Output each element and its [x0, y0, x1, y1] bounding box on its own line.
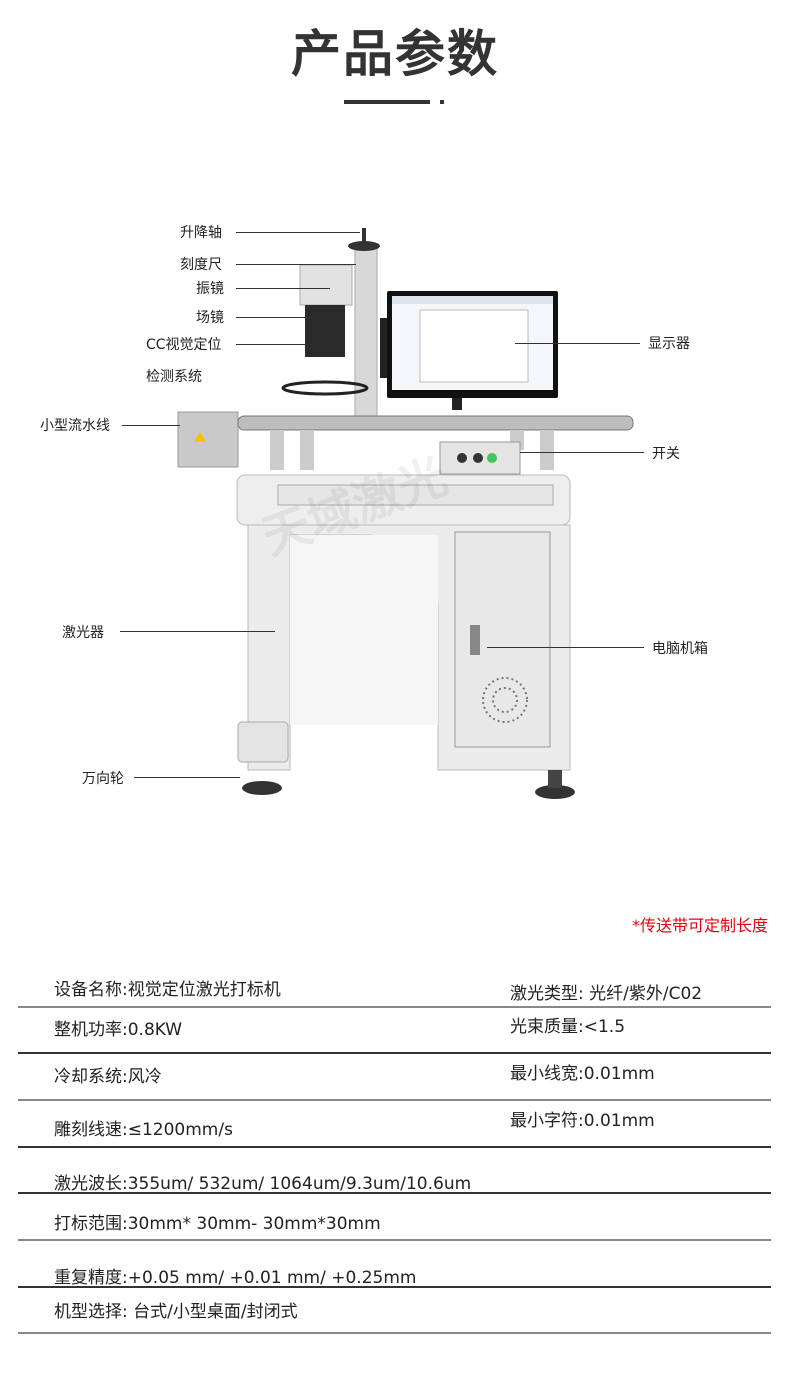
label-ccd-vision: CC视觉定位 — [146, 337, 222, 353]
field-lens-camera — [305, 305, 345, 357]
conveyor-length-note: *传送带可定制长度 — [631, 916, 768, 935]
divider — [18, 1006, 771, 1008]
lift-handwheel — [348, 241, 380, 251]
label-galvo: 振镜 — [196, 281, 224, 297]
leader-line — [122, 425, 180, 426]
leader-line — [236, 344, 308, 345]
spec-beam-quality: 光束质量:<1.5 — [510, 1017, 626, 1037]
machine-illustration: 天域激光 — [177, 228, 634, 799]
spec-wavelength: 激光波长:355um/ 532um/ 1064um/9.3um/10.6um — [54, 1174, 472, 1194]
spec-cooling: 冷却系统:风冷 — [54, 1067, 162, 1087]
divider — [18, 1286, 771, 1288]
label-caster: 万向轮 — [82, 771, 124, 787]
page-title: 产品参数 — [291, 25, 499, 83]
divider — [18, 1052, 771, 1054]
spec-power: 整机功率:0.8KW — [54, 1020, 183, 1040]
leader-line — [236, 317, 310, 318]
label-computer-case: 电脑机箱 — [652, 641, 708, 657]
spec-marking-range: 打标范围:30mm* 30mm- 30mm*30mm — [54, 1214, 381, 1234]
spec-min-line-width: 最小线宽:0.01mm — [510, 1064, 655, 1084]
leader-line — [520, 452, 644, 453]
foot — [535, 785, 575, 799]
spec-laser-type: 激光类型: 光纤/紫外/C02 — [510, 984, 703, 1004]
label-switch: 开关 — [652, 446, 680, 462]
divider — [18, 1239, 771, 1241]
label-monitor: 显示器 — [648, 336, 690, 352]
label-laser: 激光器 — [62, 625, 104, 641]
leader-line — [236, 232, 360, 233]
spec-engraving-speed: 雕刻线速:≤1200mm/s — [54, 1120, 233, 1140]
divider — [18, 1192, 771, 1194]
title-underline — [344, 100, 430, 104]
divider — [18, 1332, 771, 1334]
label-mini-conveyor: 小型流水线 — [40, 418, 110, 434]
title-underline-dot — [440, 100, 444, 104]
label-scale-ruler: 刻度尺 — [180, 257, 222, 273]
leader-line — [236, 264, 356, 265]
lift-shaft — [362, 228, 366, 248]
leader-line — [487, 647, 644, 648]
divider — [18, 1146, 771, 1148]
divider — [18, 1099, 771, 1101]
computer-case-door — [454, 531, 551, 748]
leader-line — [236, 288, 330, 289]
label-lift-axis: 升降轴 — [180, 225, 222, 241]
spec-model-options: 机型选择: 台式/小型桌面/封闭式 — [54, 1302, 298, 1322]
light-ring — [281, 380, 369, 396]
spec-repeat-accuracy: 重复精度:+0.05 mm/ +0.01 mm/ +0.25mm — [54, 1268, 417, 1288]
galvo-head — [299, 264, 353, 306]
lift-column — [354, 244, 378, 426]
conveyor-belt — [237, 415, 634, 431]
leader-line — [515, 343, 640, 344]
conveyor-motor-box — [177, 411, 239, 468]
leader-line — [120, 631, 275, 632]
label-field-lens: 场镜 — [196, 310, 224, 326]
label-detection-system: 检测系统 — [146, 369, 202, 385]
spec-min-character: 最小字符:0.01mm — [510, 1111, 655, 1131]
spec-device-name: 设备名称:视觉定位激光打标机 — [54, 980, 281, 1000]
leader-line — [134, 777, 240, 778]
caster-wheel — [242, 781, 282, 795]
caster-bracket — [237, 721, 289, 763]
